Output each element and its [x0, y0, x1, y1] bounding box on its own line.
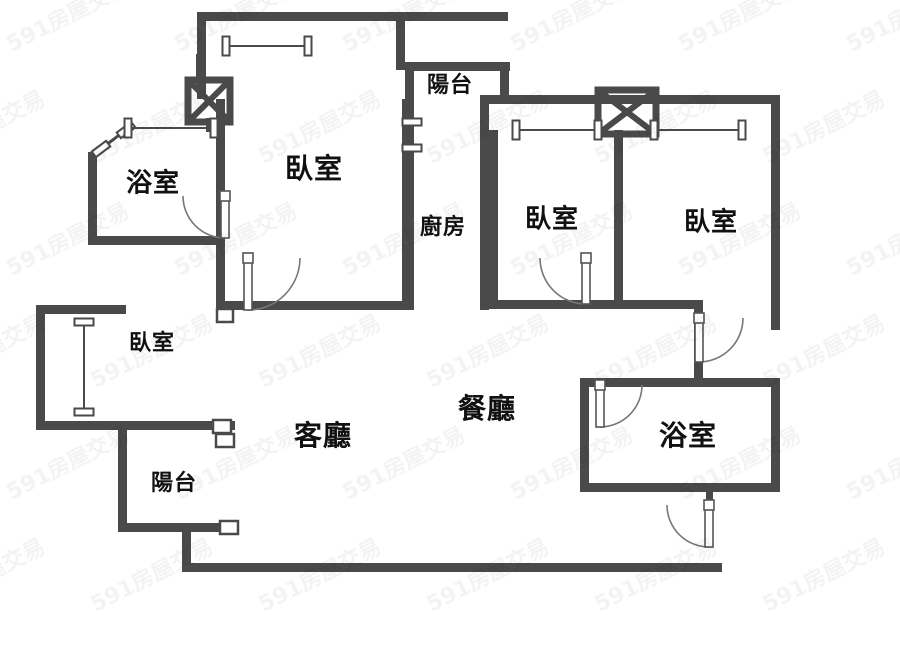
bedroom-ll-top: [36, 305, 126, 314]
shaft-upper-right-diag-2: [596, 87, 658, 137]
fixture-post-d: [218, 519, 240, 536]
window-master-top: [221, 35, 313, 57]
door-bath-lower-right-jamb: [594, 379, 606, 391]
room-label-bedroom-middle-right: 臥室: [524, 204, 580, 235]
door-bedroom-middle-leaf: [581, 257, 591, 305]
door-corridor-jamb: [693, 312, 705, 324]
fixture-post-b: [211, 418, 233, 435]
right-outer-vertical: [771, 95, 780, 330]
master-bedroom-right: [402, 99, 411, 305]
window-balcony-right-mullion-0: [401, 117, 423, 127]
door-master-bedroom-leaf: [243, 257, 253, 311]
outer-top-master: [197, 12, 410, 21]
window-bath-upper-top: [123, 117, 219, 139]
room-label-bathroom-upper-left: 浴室: [125, 168, 181, 199]
bath-upper-left: [88, 152, 97, 245]
bath-upper-bottom: [88, 236, 225, 245]
master-bedroom-bottom: [216, 301, 411, 310]
shaft-stub-top: [196, 54, 205, 84]
balcony-notch-top: [405, 62, 510, 71]
bath-lr-left: [580, 378, 589, 492]
balcony-right-vert: [500, 62, 509, 100]
door-bedroom-middle: [539, 252, 592, 305]
bathroom-angled-window-mullion-0: [90, 139, 112, 159]
balcony-lower-bottom: [118, 523, 235, 532]
door-bedroom-middle-jamb: [580, 252, 592, 264]
door-bath-lower-right: [594, 379, 643, 428]
room-label-living-room: 客廳: [293, 419, 353, 452]
top-right-outer: [480, 95, 780, 104]
room-label-bedroom-master: 臥室: [284, 152, 344, 185]
shafts-group: [184, 76, 660, 138]
fixtures-group: [211, 307, 240, 536]
shaft-upper-left-box: [184, 76, 234, 126]
door-bath-upper-leaf: [220, 195, 230, 239]
window-bedroom-right-a-mullion-0: [511, 119, 521, 141]
window-bath-upper-top-mullion-1: [209, 117, 219, 139]
window-balcony-right-mullion-1: [401, 143, 423, 153]
door-master-bedroom-jamb: [242, 252, 254, 264]
windows-group: [73, 35, 747, 417]
window-bedroom-ll-left-mullion-1: [73, 407, 95, 417]
door-master-bedroom-swing-arc: [247, 257, 301, 311]
room-label-balcony-lower: 陽台: [150, 471, 198, 496]
balcony-lower-left: [118, 421, 127, 532]
shaft-upper-right: [594, 86, 660, 138]
bedroom-ll-bottom: [36, 421, 126, 430]
balcony-left-upper: [396, 12, 405, 70]
room-label-bathroom-lower-right: 浴室: [658, 419, 718, 452]
window-bedroom-ll-left: [73, 317, 95, 417]
room-label-bedroom-lower-left: 臥室: [128, 331, 176, 356]
bedroom-mid-left-wall: [489, 130, 498, 305]
bedroom-divider-vertical: [614, 130, 623, 305]
door-corridor: [693, 312, 744, 363]
door-corridor-leaf: [694, 317, 704, 363]
room-label-kitchen: 廚房: [419, 215, 467, 240]
outer-bottom: [182, 563, 722, 572]
bedroom-mid-bottom: [489, 300, 624, 309]
door-entry-leaf: [704, 504, 714, 548]
corridor-wall: [614, 300, 702, 309]
window-bedroom-ll-left-mullion-0: [73, 317, 95, 327]
bedroom-ll-left: [36, 305, 45, 430]
window-master-top-mullion-1: [303, 35, 313, 57]
outer-bottom-left-step: [182, 523, 191, 571]
bath-lr-bottom: [580, 483, 780, 492]
bath-lr-right: [771, 378, 780, 492]
room-label-bedroom-far-right: 臥室: [683, 207, 739, 238]
door-entry-swing-arc: [666, 504, 710, 548]
shaft-upper-left-diag-2: [185, 77, 233, 125]
door-bedroom-middle-swing-arc: [539, 257, 587, 305]
window-bedroom-right-b-mullion-0: [649, 119, 659, 141]
shaft-upper-left: [184, 76, 234, 126]
fixture-post-a: [215, 307, 235, 324]
room-label-balcony-upper: 陽台: [426, 73, 474, 98]
window-balcony-right: [401, 117, 423, 153]
window-bedroom-right-a-mullion-1: [593, 119, 603, 141]
window-bath-upper-top-mullion-0: [123, 117, 133, 139]
window-bedroom-right-b: [649, 119, 747, 141]
walls-group: [36, 12, 780, 572]
room-label-dining-room: 餐廳: [457, 392, 517, 425]
door-bath-upper-jamb: [219, 190, 231, 202]
fixture-post-c: [214, 432, 236, 449]
door-corridor-swing-arc: [698, 317, 744, 363]
door-entry: [666, 499, 715, 548]
door-master-bedroom: [242, 252, 301, 311]
balcony-top: [396, 12, 508, 21]
shaft-upper-right-box: [594, 86, 660, 138]
door-bath-lower-right-swing-arc: [599, 384, 643, 428]
window-bedroom-right-a: [511, 119, 603, 141]
door-entry-jamb: [703, 499, 715, 511]
door-bath-lower-right-leaf: [595, 384, 605, 428]
bath-lr-top: [580, 378, 780, 387]
doors-group: [182, 190, 744, 548]
window-master-top-mullion-0: [221, 35, 231, 57]
balcony-lower-top: [118, 421, 235, 430]
door-bath-upper-swing-arc: [182, 195, 226, 239]
kitchen-right-wall: [480, 100, 489, 310]
window-bedroom-right-b-mullion-1: [737, 119, 747, 141]
door-bath-upper: [182, 190, 231, 239]
